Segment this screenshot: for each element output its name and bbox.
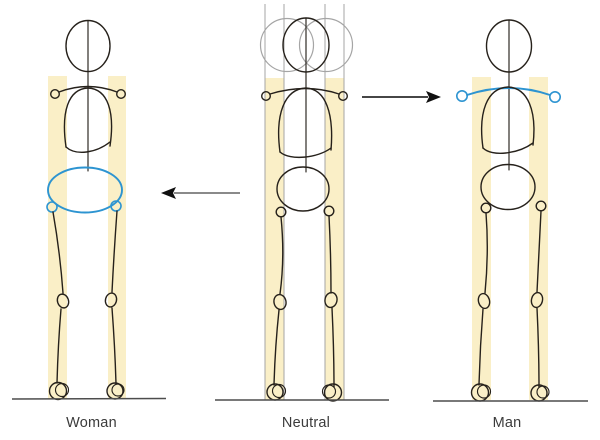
man-band-left <box>472 77 491 400</box>
man-right-knee <box>530 291 544 309</box>
man-ribcage <box>480 86 535 149</box>
woman-ribcage-arch <box>65 141 111 153</box>
woman-hip-joint-left-highlight <box>46 201 58 213</box>
woman-right-thigh <box>111 210 118 293</box>
man-label: Man <box>493 415 522 431</box>
arrow-to-woman <box>161 187 240 199</box>
neutral-band-left <box>265 78 284 400</box>
neutral-shoulder-joint-right <box>338 90 349 101</box>
woman-left-thigh <box>52 211 64 294</box>
neutral-label: Neutral <box>282 415 330 431</box>
woman-label: Woman <box>66 415 117 431</box>
woman-shoulder-joint-left <box>50 88 61 99</box>
man-left-shin <box>478 308 484 386</box>
neutral-right-shin <box>331 307 335 388</box>
man-pelvis-oval <box>480 163 536 211</box>
arrow-to-man <box>362 91 441 103</box>
woman-pelvis-highlight-ellipse <box>47 166 123 214</box>
man-left-foot-sketch <box>476 384 492 399</box>
man-figure <box>433 19 588 402</box>
woman-hip-joint-right-highlight <box>110 200 122 212</box>
man-right-shin <box>536 307 540 388</box>
neutral-shoulder-joint-left <box>261 90 272 101</box>
neutral-band-right <box>325 78 344 400</box>
woman-ground-line <box>11 397 167 400</box>
man-left-leg <box>470 212 492 402</box>
arrow-to-woman-head-icon <box>161 187 176 199</box>
neutral-right-foot-sketch <box>321 384 337 399</box>
neutral-right-leg <box>321 215 343 402</box>
neutral-left-foot-sketch <box>271 383 287 399</box>
neutral-left-shin <box>273 309 280 386</box>
neutral-right-knee <box>324 291 338 309</box>
neutral-figure <box>215 4 389 402</box>
man-band-right <box>529 77 548 400</box>
neutral-head-width-guide-circle-left <box>259 17 315 73</box>
woman-right-knee <box>104 292 118 308</box>
woman-right-shin <box>111 307 117 385</box>
arrow-to-man-head-icon <box>426 91 441 103</box>
man-right-thigh <box>536 210 542 293</box>
man-left-knee <box>477 292 491 310</box>
man-shoulder-highlight-line <box>466 87 551 96</box>
neutral-pelvis-oval <box>276 166 330 212</box>
neutral-left-knee <box>273 293 287 311</box>
man-right-foot-sketch <box>536 385 550 399</box>
woman-left-shin <box>56 308 62 384</box>
neutral-right-thigh <box>328 215 332 294</box>
woman-left-knee <box>56 293 70 309</box>
woman-ribcage <box>63 87 113 148</box>
neutral-ribcage <box>277 87 333 153</box>
neutral-head-width-guide-circle-right <box>298 17 354 73</box>
neutral-ribcage-arch <box>279 147 332 159</box>
woman-band-right <box>108 76 126 399</box>
man-shoulder-joint-right-highlight <box>548 91 561 104</box>
woman-left-foot-sketch <box>54 382 70 398</box>
man-shoulder-joint-left-highlight <box>455 90 468 103</box>
neutral-right-foot <box>323 383 343 402</box>
woman-shoulder-joint-right <box>115 88 126 99</box>
woman-right-foot-sketch <box>111 383 125 397</box>
woman-figure <box>11 19 167 401</box>
man-left-thigh <box>484 212 488 294</box>
woman-shoulder-line <box>58 85 118 93</box>
man-ribcage-arch <box>482 142 534 154</box>
neutral-left-thigh <box>279 216 284 295</box>
